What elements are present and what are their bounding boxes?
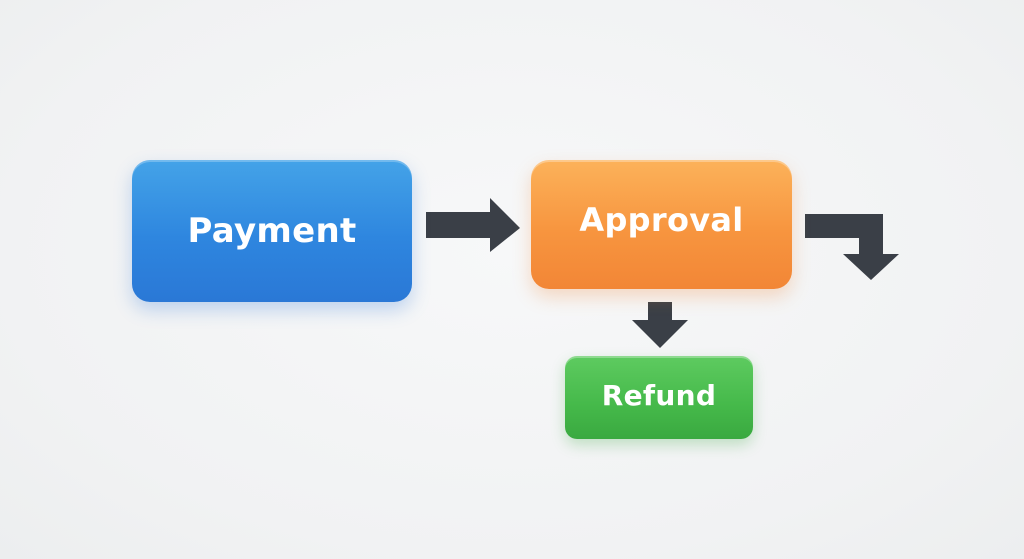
approval-node[interactable]: Approval	[531, 160, 792, 289]
arrow-approval-to-refund	[632, 302, 688, 348]
arrow-payment-to-approval	[426, 198, 520, 252]
arrow-approval-to-next	[805, 214, 899, 280]
payment-node[interactable]: Payment	[132, 160, 412, 302]
refund-node[interactable]: Refund	[565, 356, 753, 439]
